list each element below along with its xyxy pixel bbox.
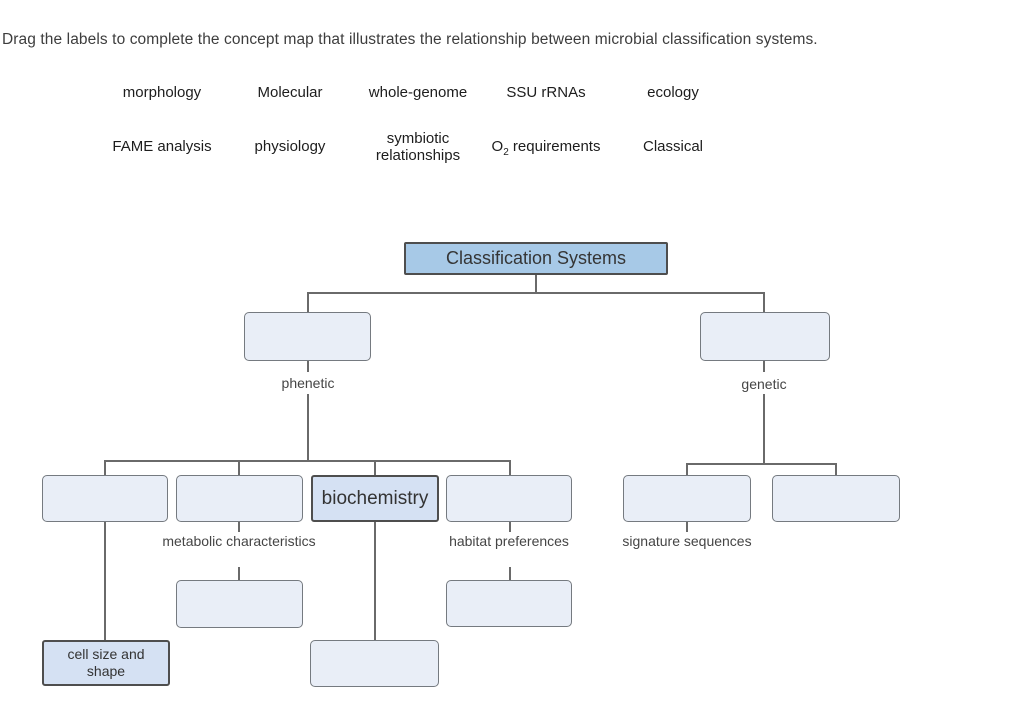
connector-line (509, 460, 511, 475)
connector-line (535, 275, 537, 293)
connector-line (104, 522, 106, 640)
drop-slot-biochemistry-child[interactable] (310, 640, 439, 687)
connector-line (307, 292, 309, 312)
connector-line (686, 522, 688, 532)
connector-line (509, 567, 511, 580)
drop-slot-metabolic-child[interactable] (176, 580, 303, 628)
branch-label-phenetic: phenetic (281, 375, 335, 391)
root-node-classification-systems: Classification Systems (404, 242, 668, 275)
drag-label-symbiotic-relationships[interactable]: symbiotic relationships (375, 130, 461, 164)
drop-slot-genetic[interactable] (700, 312, 830, 361)
connector-line (307, 394, 309, 461)
placed-label-biochemistry[interactable]: biochemistry (311, 475, 439, 522)
instruction-text: Drag the labels to complete the concept … (2, 31, 818, 48)
drag-label-o2-requirements[interactable]: O2 requirements (491, 138, 601, 158)
category-label-habitat-preferences: habitat preferences (449, 533, 569, 549)
connector-line (307, 361, 309, 372)
drop-slot-phenetic-child-1[interactable] (42, 475, 168, 522)
drag-label-classical[interactable]: Classical (642, 138, 704, 155)
connector-line (238, 460, 240, 475)
connector-line (686, 463, 688, 475)
drop-slot-phenetic[interactable] (244, 312, 371, 361)
branch-label-genetic: genetic (741, 376, 787, 392)
connector-line (763, 292, 765, 312)
connector-line (763, 361, 765, 372)
connector-line (238, 567, 240, 580)
connector-line (835, 463, 837, 475)
drop-slot-genetic-child-1[interactable] (623, 475, 751, 522)
connector-line (104, 460, 511, 462)
drag-label-ssu-rrnas[interactable]: SSU rRNAs (506, 84, 586, 101)
category-label-signature-sequences: signature sequences (622, 533, 752, 549)
drop-slot-phenetic-child-4[interactable] (446, 475, 572, 522)
connector-line (374, 522, 376, 640)
placed-label-cell-size-and-shape[interactable]: cell size and shape (42, 640, 170, 686)
connector-line (238, 522, 240, 532)
drop-slot-genetic-child-2[interactable] (772, 475, 900, 522)
connector-line (763, 394, 765, 464)
connector-line (509, 522, 511, 532)
connector-line (374, 460, 376, 475)
drag-label-ecology[interactable]: ecology (647, 84, 699, 101)
connector-line (686, 463, 837, 465)
drag-label-physiology[interactable]: physiology (254, 138, 326, 155)
drag-label-molecular[interactable]: Molecular (257, 84, 323, 101)
connector-line (307, 292, 765, 294)
drag-label-whole-genome[interactable]: whole-genome (368, 84, 468, 101)
drop-slot-phenetic-child-2[interactable] (176, 475, 303, 522)
connector-line (104, 460, 106, 475)
drop-slot-habitat-child[interactable] (446, 580, 572, 627)
drag-label-morphology[interactable]: morphology (122, 84, 202, 101)
category-label-metabolic-characteristics: metabolic characteristics (162, 533, 316, 549)
drag-label-fame-analysis[interactable]: FAME analysis (112, 138, 212, 155)
